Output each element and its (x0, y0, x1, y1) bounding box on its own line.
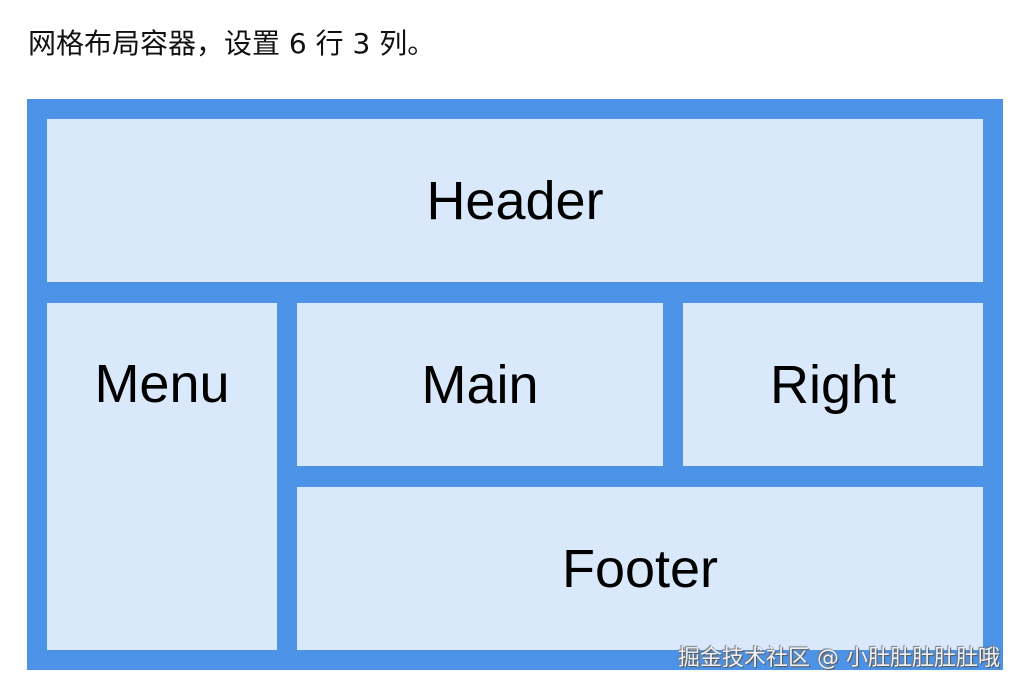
grid-cell-footer: Footer (297, 487, 983, 650)
grid-cell-main: Main (297, 303, 663, 466)
caption-text: 网格布局容器，设置 6 行 3 列。 (28, 27, 436, 60)
grid-cell-header: Header (47, 119, 983, 282)
grid-container: Header Menu Main Right Footer (27, 99, 1003, 670)
grid-cell-right: Right (683, 303, 983, 466)
grid-cell-menu: Menu (47, 303, 277, 650)
watermark: 掘金技术社区 @ 小肚肚肚肚肚哦 (678, 646, 1000, 671)
